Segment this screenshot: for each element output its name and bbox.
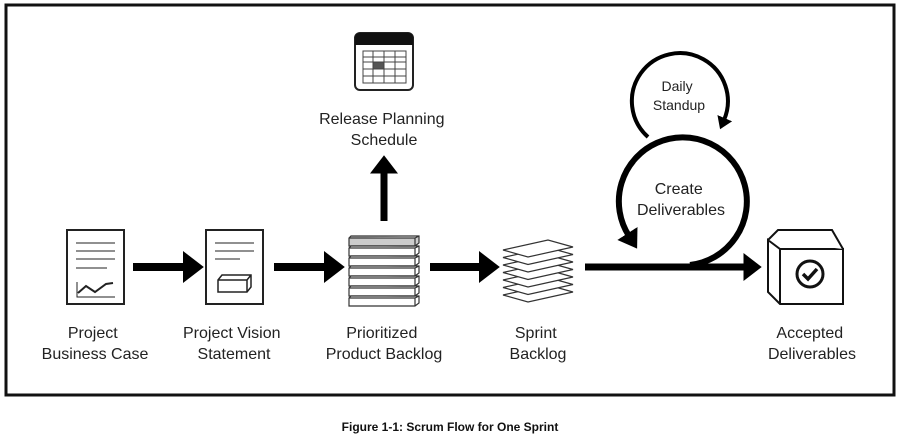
document-chart-icon <box>66 229 125 305</box>
backlog-slab <box>348 295 420 307</box>
sprint-sheet <box>502 239 574 258</box>
checked-cube-icon <box>767 229 844 305</box>
stack-icon <box>348 235 420 307</box>
document-box-icon <box>205 229 264 305</box>
backlog-slab <box>348 265 420 277</box>
product-backlog-label: Prioritized Product Backlog <box>326 325 443 363</box>
calendar-icon <box>354 32 414 91</box>
sprint-backlog-label: Sprint Backlog <box>510 325 567 363</box>
backlog-slab <box>348 285 420 297</box>
sheets-stack-icon <box>502 239 574 303</box>
release-planning-label: Release Planning Schedule <box>319 111 449 149</box>
backlog-slab <box>348 235 420 247</box>
accepted-label: Accepted Deliverables <box>768 325 856 363</box>
backlog-slab <box>348 255 420 267</box>
daily-standup-label: Daily Standup <box>653 78 705 113</box>
figure-caption: Figure 1-1: Scrum Flow for One Sprint <box>342 420 559 434</box>
daily-standup-loop <box>629 51 733 139</box>
diagram-frame <box>4 3 896 397</box>
backlog-slab <box>348 245 420 257</box>
business-case-label: Project Business Case <box>42 325 149 363</box>
create-deliverables-loop <box>615 134 750 268</box>
backlog-slab <box>348 275 420 287</box>
create-deliverables-label: Create Deliverables <box>637 181 725 219</box>
vision-label: Project Vision Statement <box>183 325 285 363</box>
